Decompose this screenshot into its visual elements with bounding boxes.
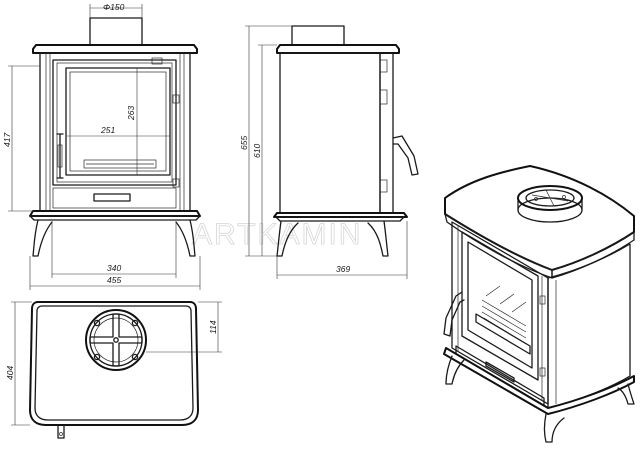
top-flue-collar [85,309,147,371]
front-leg-left [32,219,53,257]
top-flue-cross [89,313,143,367]
top-view: 404 114 [5,301,222,439]
side-top-plate [276,44,400,54]
iso-leg-back-right [617,383,635,405]
dim-side-total-height: 655 [239,136,249,150]
side-leg-right [367,220,389,257]
top-plate [29,301,199,426]
front-handle [56,133,64,179]
front-top-plate [32,44,198,54]
iso-front-face [451,221,549,405]
iso-top-plate [444,165,635,271]
side-door-profile [379,52,394,214]
front-flue-collar [89,17,143,46]
isometric-view [443,165,635,443]
side-flue-collar [291,25,345,46]
watermark-text: ARTKAMIN [192,218,362,251]
front-door-frame [52,59,177,186]
front-leg-right [175,219,196,257]
side-plinth [273,212,408,218]
side-body [279,52,381,214]
front-plinth [29,210,201,217]
dim-glass-width: 251 [100,125,115,135]
iso-leg-front-right [543,413,565,443]
front-glass [65,67,171,176]
top-handle-stub [57,424,65,439]
iso-plinth [443,347,635,415]
dim-front-height: 417 [2,133,12,147]
dim-total-width: 455 [107,275,121,285]
dim-top-depth: 404 [5,366,15,380]
side-leg-left [276,220,299,257]
side-handle [392,135,419,176]
watermark: ARTKAMIN [192,218,362,252]
side-view: 655 610 369 [239,25,419,279]
front-view: Φ150 417 251 263 340 455 [2,2,201,290]
iso-handle [443,291,465,337]
dim-side-body-height: 610 [252,144,262,158]
dim-top-flue-offset: 114 [208,320,218,334]
dim-side-depth: 369 [336,264,350,274]
dim-glass-height: 263 [126,106,136,121]
iso-glass [467,241,533,369]
front-ashpan-handle [93,193,131,202]
iso-door [461,231,539,381]
dim-base-width: 340 [107,263,121,273]
dim-flue-diameter: Φ150 [103,2,125,12]
iso-leg-front-left [445,355,465,385]
